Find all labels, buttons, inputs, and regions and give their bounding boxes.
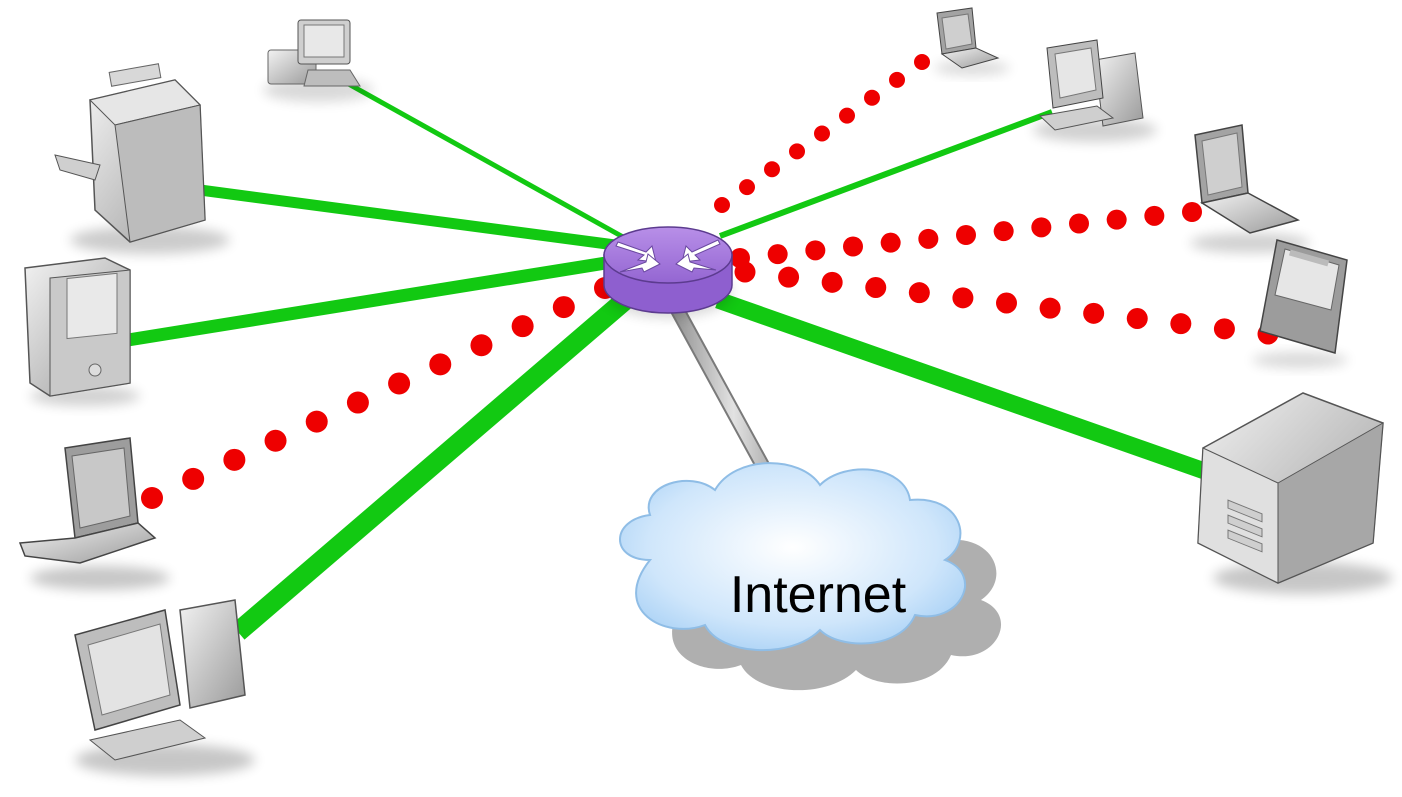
wireless-link-pda-dot [952, 287, 974, 309]
wireless-links [141, 54, 1279, 509]
wireless-link-laptop-left-dot [552, 296, 575, 319]
internet-cloud: Internet [619, 462, 1002, 691]
wireless-link-laptop-right-dot [1182, 202, 1202, 222]
wireless-link-pda-dot [778, 266, 800, 288]
wireless-link-pda-dot [996, 292, 1017, 314]
wireless-link-laptop-left-dot [346, 391, 369, 414]
wireless-link-laptop-right-dot [956, 225, 976, 245]
wireless-link-laptop-top-right-dot [914, 54, 930, 70]
wired-link-desktop-top-right [718, 109, 1054, 239]
wired-link-server [715, 291, 1233, 489]
wireless-link-laptop-top-right-dot [764, 161, 780, 178]
wireless-link-laptop-top-right-dot [889, 71, 905, 88]
wireless-link-laptop-left-dot [305, 410, 328, 433]
wireless-link-pda-dot [734, 261, 756, 283]
wired-link-desktop-bottom [231, 288, 637, 640]
wireless-link-laptop-right-dot [843, 236, 863, 257]
wireless-link-pda-dot [1039, 297, 1061, 319]
cloud-shape [619, 462, 966, 652]
wireless-link-pda-dot [821, 271, 843, 293]
wireless-link-laptop-left-dot [388, 372, 411, 395]
wireless-link-pda-dot [1170, 313, 1192, 335]
wireless-link-pda-dot [1213, 318, 1235, 340]
wireless-link-laptop-left-dot [429, 353, 452, 376]
wireless-link-laptop-top-right-dot [714, 197, 730, 213]
wireless-link-laptop-right-dot [993, 221, 1014, 242]
wireless-link-laptop-right-dot [1031, 217, 1052, 238]
desktop-computer-icon [1033, 39, 1157, 142]
wired-link-printer [199, 184, 616, 251]
wireless-link-laptop-right-dot [918, 228, 939, 249]
wireless-link-laptop-left-dot [223, 448, 246, 471]
wireless-link-laptop-left-dot [264, 429, 287, 452]
wireless-link-laptop-top-right-dot [839, 107, 855, 124]
pda-icon [1252, 239, 1348, 368]
wireless-link-laptop-left-dot [470, 334, 493, 357]
wireless-link-laptop-left-dot [182, 467, 205, 490]
router [603, 226, 733, 318]
wireless-link-laptop-right-dot [1144, 205, 1165, 226]
router-arrows-icon [615, 239, 721, 273]
desktop-computer-icon [74, 599, 255, 776]
server-icon [1197, 392, 1393, 594]
wireless-link-laptop-top-right-dot [739, 179, 755, 196]
wireless-link-laptop-right-dot [1069, 213, 1089, 234]
wireless-link-laptop-right-dot [805, 240, 826, 261]
wireless-link-pda-dot [1083, 302, 1105, 324]
wired-link-tower [126, 255, 614, 347]
wireless-link-laptop-top-right-dot [864, 89, 880, 106]
desktop-computer-icon [263, 19, 373, 102]
tower-computer-icon [24, 257, 140, 406]
wireless-link-laptop-right-dot [1106, 209, 1127, 230]
wired-link-desktop-top [343, 79, 634, 245]
wireless-link-laptop-top-right-dot [814, 125, 830, 142]
wireless-link-laptop-right-dot [880, 232, 901, 253]
wireless-link-pda-dot [1126, 308, 1148, 329]
wireless-link-pda-dot [908, 282, 930, 304]
printer-icon [54, 63, 230, 254]
wireless-link-pda-dot [865, 277, 887, 298]
wireless-link-laptop-left-dot [511, 315, 534, 338]
wireless-link-laptop-right-dot [767, 244, 788, 265]
internet-label: Internet [730, 566, 907, 624]
laptop-icon [1190, 124, 1310, 253]
wired-links [126, 79, 1233, 640]
wireless-link-laptop-top-right-dot [789, 143, 805, 160]
laptop-icon [934, 7, 1010, 75]
laptop-icon [18, 437, 170, 590]
wireless-link-laptop-left-dot [141, 487, 163, 509]
